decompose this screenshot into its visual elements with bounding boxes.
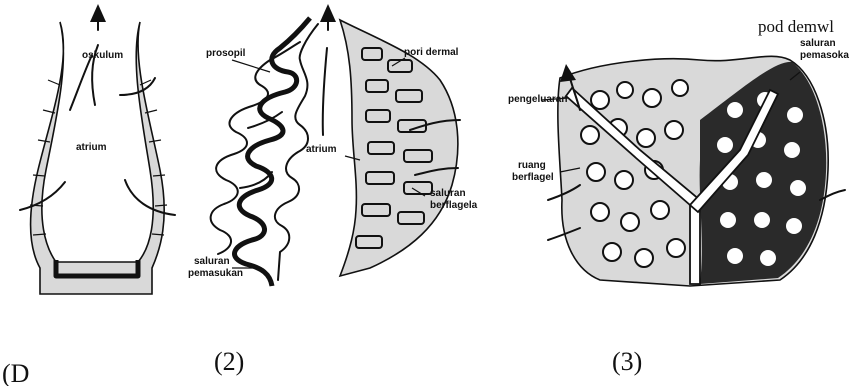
caption-figure-3: (3) <box>612 347 642 376</box>
label-oskulum: oskulum <box>82 50 123 61</box>
label-saluran-pemasukan-line2: pemasukan <box>188 268 243 279</box>
ascon-cell-segments <box>30 80 167 235</box>
label-saluran-pemasukan-3-line1: saluran <box>800 38 836 49</box>
label-ruang-berflagel-line2: berflagel <box>512 172 554 183</box>
label-pengeluaran: pengeluaran <box>508 94 567 105</box>
figure-2-sycon: prosopil pori dermal atrium saluran berf… <box>188 4 478 286</box>
sycon-right-wall <box>340 20 458 276</box>
figure-1-ascon: oskulum atrium <box>20 4 175 294</box>
label-pori-dermal: pori dermal <box>404 47 459 58</box>
caption-figure-2: (2) <box>214 347 244 376</box>
label-prosopil: prosopil <box>206 48 246 59</box>
top-cropped-note: pod demwl <box>758 17 834 36</box>
label-saluran-pemasukan-3-line2: pemasoka <box>800 50 849 61</box>
caption-figure-1: (D <box>2 359 29 386</box>
label-ruang-berflagel-line1: ruang <box>518 160 546 171</box>
label-saluran-pemasukan-line1: saluran <box>194 256 230 267</box>
figure-3-leucon: pengeluaran ruang berflagel saluran pema… <box>508 38 849 286</box>
ascon-body-wall <box>31 22 165 294</box>
label-atrium-2: atrium <box>306 144 337 155</box>
label-saluran-berflagela-line2: berflagela <box>430 200 478 211</box>
label-atrium-1: atrium <box>76 142 107 153</box>
label-saluran-berflagela-line1: saluran <box>430 188 466 199</box>
